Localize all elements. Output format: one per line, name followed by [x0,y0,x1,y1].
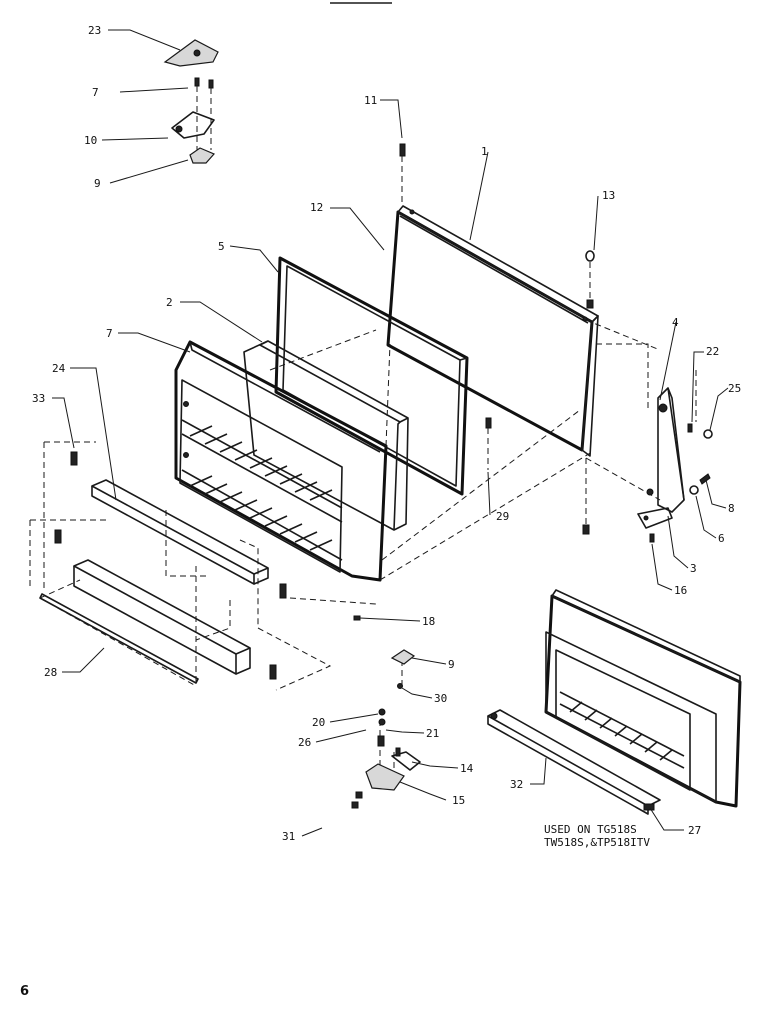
door-outer-panel [386,143,599,535]
shelf-bar-upper [91,479,269,585]
hinge-cover-part [163,39,219,67]
callout-3: 3 [690,562,697,575]
callout-8: 8 [728,502,735,515]
callout-11: 11 [364,94,377,107]
callout-23: 23 [88,24,101,37]
callout-2: 2 [166,296,173,309]
usage-note: USED ON TG518S TW518S,&TP518ITV [544,823,650,849]
callout-26: 26 [298,736,311,749]
callout-6: 6 [718,532,725,545]
page-number: 6 [20,984,29,999]
callout-9-bottom: 9 [448,658,455,671]
callout-4: 4 [672,316,679,329]
door-gasket [274,256,469,496]
callout-5: 5 [218,240,225,253]
hinge-screw-b [208,79,214,89]
callout-27: 27 [688,824,701,837]
callout-33: 33 [32,392,45,405]
callout-7-frame: 7 [106,327,113,340]
callout-30: 30 [434,692,447,705]
callout-25: 25 [728,382,741,395]
top-hinge-assembly [163,39,219,164]
callout-28: 28 [44,666,57,679]
callout-15: 15 [452,794,465,807]
hinge-screw-a [194,77,200,87]
usage-note-line-1: USED ON TG518S [544,823,637,836]
callout-22: 22 [706,345,719,358]
side-hinge-bracket [637,387,713,543]
top-hinge-plate [171,111,215,139]
callout-21: 21 [426,727,439,740]
shelf-clips [54,451,361,680]
callout-14: 14 [460,762,474,775]
callout-7-top: 7 [92,86,99,99]
callout-13: 13 [602,189,615,202]
callout-16: 16 [674,584,687,597]
alternate-door-assembly [487,589,742,815]
shelf-bar-lower [73,559,251,675]
door-frame-shelves [174,340,388,582]
top-hinge-pin [189,147,216,164]
callout-20: 20 [312,716,325,729]
callout-31: 31 [282,830,295,843]
callout-1: 1 [481,145,488,158]
callout-29: 29 [496,510,509,523]
alignment-lines [29,319,697,790]
callout-leaders [52,29,729,837]
callout-10: 10 [84,134,97,147]
bottom-trim-strip [39,593,199,687]
callout-18: 18 [422,615,435,628]
usage-note-line-2: TW518S,&TP518ITV [544,836,650,849]
callout-32: 32 [510,778,523,791]
callout-9-top: 9 [94,177,101,190]
callout-24: 24 [52,362,66,375]
hinge-cover-screw [193,49,201,57]
door-liner [243,340,409,531]
callout-numbers: 23 7 10 9 11 1 12 13 5 2 7 24 33 4 22 25… [32,24,741,843]
callout-12: 12 [310,201,323,214]
bottom-hinge-assembly [351,649,421,809]
